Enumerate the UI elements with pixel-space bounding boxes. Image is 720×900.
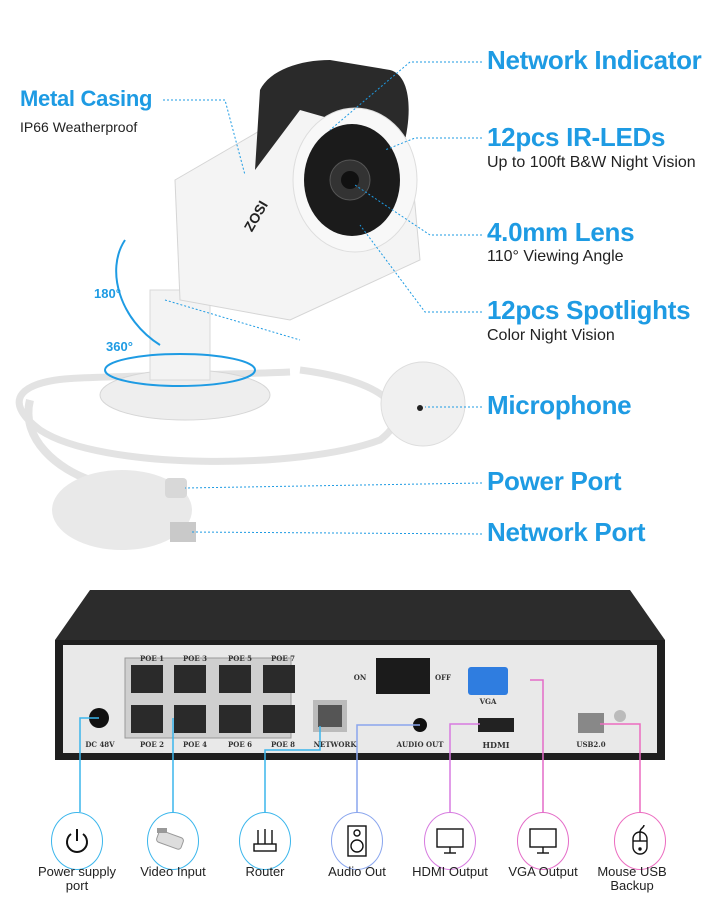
connection-label-audio: Audio Out — [328, 864, 386, 879]
camera-icon — [147, 812, 199, 870]
power-icon — [51, 812, 103, 870]
port-label-usb: USB2.0 — [576, 740, 606, 749]
network-port — [318, 705, 342, 727]
port-label-audio: AUDIO OUT — [396, 740, 444, 749]
connection-label-power: Power supply port — [37, 864, 117, 893]
port-label-poe7: POE 7 — [270, 654, 295, 663]
camera-illustration: ZOSI — [15, 60, 483, 550]
port-label-hdmi: HDMI — [482, 740, 510, 750]
port-label-poe5: POE 5 — [227, 654, 252, 663]
feature-title-microphone: Microphone — [487, 390, 632, 420]
feature-title-spotlights: 12pcs Spotlights — [487, 295, 691, 325]
rotation-360-label: 360° — [106, 339, 133, 354]
mouse-icon — [614, 812, 666, 870]
power-switch — [376, 658, 430, 694]
switch-label-off: OFF — [434, 673, 452, 682]
connector — [52, 470, 192, 550]
router-icon — [239, 812, 291, 870]
usb-port — [578, 713, 604, 733]
feature-subtitle-metal-casing: IP66 Weatherproof — [20, 119, 138, 135]
port-label-poe1: POE 1 — [139, 654, 164, 663]
port-label-poe3: POE 3 — [182, 654, 207, 663]
hdmi-port — [478, 718, 514, 732]
port-label-poe6: POE 6 — [227, 740, 252, 749]
connection-label-vga: VGA Output — [508, 864, 578, 879]
feature-title-ir-leds: 12pcs IR-LEDs — [487, 122, 666, 152]
feature-subtitle-spotlights: Color Night Vision — [487, 327, 615, 344]
port-label-vga: VGA — [479, 697, 497, 706]
feature-title-network-indicator: Network Indicator — [487, 45, 702, 75]
connection-label-hdmi: HDMI Output — [412, 864, 488, 879]
feature-title-lens: 4.0mm Lens — [487, 217, 635, 247]
hdmi-monitor-icon — [424, 812, 476, 870]
port-label-dc: DC 48V — [85, 740, 115, 749]
connection-label-mouse: Mouse USB Backup — [597, 864, 667, 893]
connection-label-router: Router — [245, 864, 285, 879]
connection-label-video: Video Input — [140, 864, 206, 879]
speaker-icon — [331, 812, 383, 870]
vga-port — [468, 667, 508, 695]
feature-title-power-port: Power Port — [487, 466, 622, 496]
port-label-poe8: POE 8 — [270, 740, 295, 749]
port-label-network: NETWORK — [313, 740, 357, 749]
port-label-poe2: POE 2 — [139, 740, 164, 749]
feature-title-network-port: Network Port — [487, 517, 646, 547]
rotation-180-label: 180° — [94, 286, 121, 301]
vga-monitor-icon — [517, 812, 569, 870]
port-label-poe4: POE 4 — [182, 740, 207, 749]
feature-subtitle-ir-leds: Up to 100ft B&W Night Vision — [487, 154, 696, 171]
feature-subtitle-lens: 110° Viewing Angle — [487, 248, 624, 265]
switch-label-on: ON — [353, 673, 367, 682]
feature-title-metal-casing: Metal Casing — [20, 86, 153, 111]
